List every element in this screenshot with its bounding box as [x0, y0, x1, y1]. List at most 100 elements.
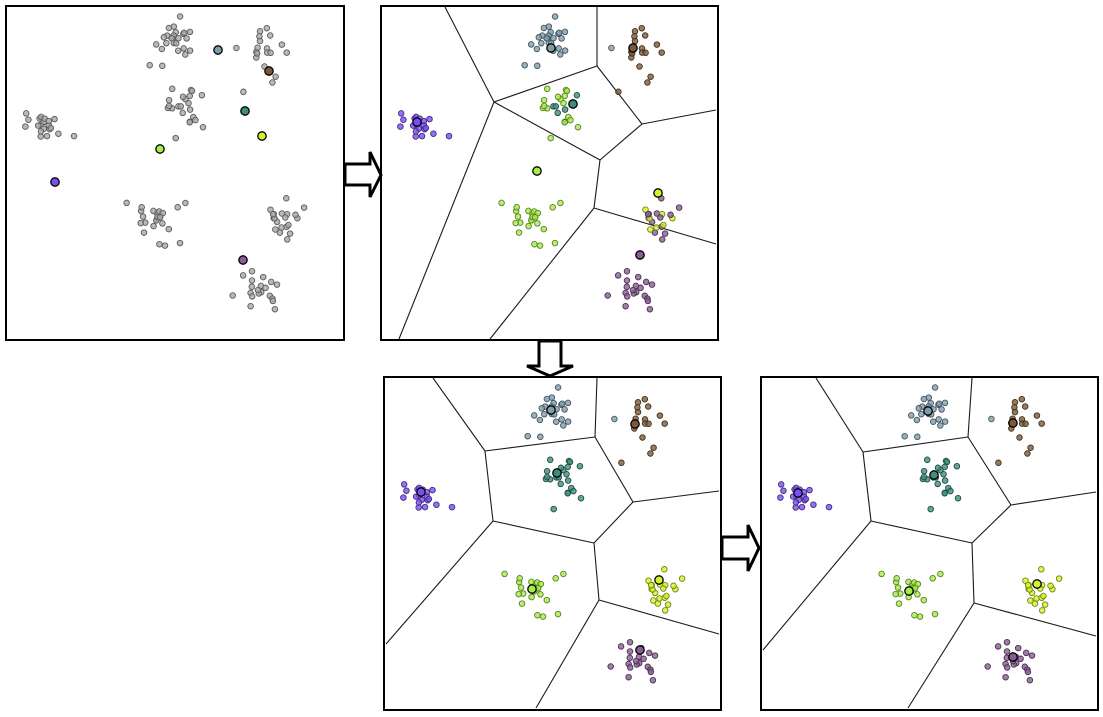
data-point	[161, 242, 169, 249]
data-point	[935, 416, 942, 423]
data-point	[300, 204, 308, 211]
data-point	[172, 40, 180, 47]
voronoi-edge	[870, 520, 973, 544]
data-point	[929, 418, 937, 425]
data-point	[660, 585, 667, 592]
data-point	[512, 219, 519, 227]
data-point	[248, 283, 256, 291]
voronoi-boundaries	[762, 377, 1097, 709]
data-point	[641, 395, 649, 403]
voronoi-edge	[971, 504, 1012, 544]
centroid-marker	[412, 117, 422, 127]
centroids	[793, 406, 1042, 662]
data-point	[146, 61, 153, 69]
data-point	[515, 229, 523, 236]
data-point	[1055, 575, 1063, 582]
data-point	[1038, 566, 1045, 573]
data-point	[547, 134, 554, 142]
data-point	[176, 239, 184, 247]
data-point	[513, 204, 520, 211]
data-point	[642, 278, 650, 286]
data-point	[780, 487, 787, 494]
data-point	[938, 406, 945, 413]
data-point	[663, 592, 670, 600]
voronoi-edge	[632, 490, 720, 503]
data-point	[564, 490, 571, 497]
data-point	[629, 286, 637, 294]
data-point	[163, 39, 170, 47]
data-point	[664, 601, 672, 608]
data-point	[430, 130, 437, 137]
data-point	[537, 433, 544, 441]
data-point	[278, 224, 285, 231]
data-point	[515, 590, 522, 598]
voronoi-edge	[762, 520, 872, 651]
data-point	[561, 92, 568, 100]
data-point	[650, 597, 657, 604]
data-point	[644, 210, 652, 218]
data-point	[534, 220, 541, 227]
data-point	[248, 277, 256, 284]
data-point	[551, 13, 559, 20]
data-point	[552, 575, 559, 582]
data-point	[179, 93, 187, 101]
data-point	[1017, 655, 1024, 663]
data-point	[614, 272, 622, 279]
data-point	[984, 663, 991, 670]
data-point	[269, 210, 277, 218]
data-point	[198, 91, 206, 99]
data-point	[661, 230, 669, 237]
data-point	[555, 45, 562, 52]
data-point	[954, 494, 962, 502]
data-point	[573, 91, 581, 99]
data-point	[269, 79, 276, 86]
data-point	[422, 124, 430, 132]
data-point	[653, 224, 660, 231]
data-point	[253, 50, 261, 57]
data-point	[941, 418, 949, 425]
data-point	[400, 481, 408, 488]
data-point	[186, 92, 193, 100]
data-point	[539, 613, 547, 620]
data-point	[656, 595, 663, 602]
data-point	[650, 444, 657, 451]
data-point	[266, 32, 274, 39]
data-point	[626, 664, 634, 671]
data-point	[283, 49, 290, 56]
data-point	[636, 63, 643, 70]
data-point	[995, 459, 1002, 467]
data-point	[247, 302, 254, 310]
data-point	[543, 467, 551, 475]
data-point	[644, 79, 651, 86]
data-point	[517, 584, 525, 591]
data-point	[574, 123, 582, 131]
data-point	[557, 51, 564, 58]
centroid-marker	[155, 144, 165, 154]
data-point	[937, 422, 944, 429]
data-point	[806, 486, 813, 494]
data-point	[558, 416, 565, 423]
data-point	[174, 47, 182, 54]
data-point	[22, 123, 29, 130]
data-point	[623, 267, 631, 275]
arrow-down-icon	[526, 339, 574, 378]
centroid-marker	[527, 584, 537, 594]
data-point	[176, 13, 184, 20]
data-points	[22, 13, 308, 313]
data-point	[182, 51, 189, 58]
data-point	[533, 45, 541, 53]
voronoi-edge	[641, 109, 717, 125]
data-point	[540, 24, 548, 32]
data-point	[656, 412, 664, 419]
centroid-marker	[546, 405, 556, 415]
centroid-marker	[238, 255, 248, 265]
data-point	[286, 230, 294, 237]
data-point	[561, 106, 569, 113]
data-point	[914, 433, 921, 441]
centroid-marker	[240, 106, 250, 116]
voronoi-edge	[493, 101, 601, 161]
data-point	[1014, 644, 1022, 652]
data-point	[660, 221, 667, 229]
data-point	[929, 575, 936, 582]
data-point	[576, 462, 584, 470]
